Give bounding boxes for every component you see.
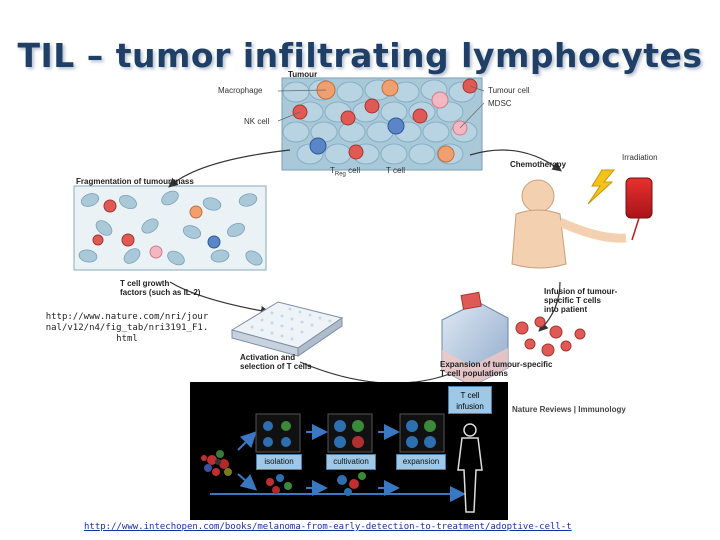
isolation-wells [255, 413, 301, 453]
label-treg-cell: TReg cell [330, 166, 361, 178]
label-irradiation: Irradiation [622, 153, 658, 162]
adoptive-transfer-graphic [201, 413, 483, 513]
patient-outline-icon [457, 423, 483, 513]
label-macrophage: Macrophage [218, 86, 263, 95]
lower-cell-clusters [266, 472, 366, 496]
label-fragmentation: Fragmentation of tumour mass [76, 177, 194, 186]
expanded-t-cells [515, 316, 586, 357]
source-note: http://www.nature.com/nri/jour nal/v12/n… [45, 312, 209, 344]
culture-flask [441, 291, 509, 387]
source-link[interactable]: http://www.intechopen.com/books/melanoma… [84, 522, 572, 532]
label-nk-cell: NK cell [244, 117, 270, 126]
label-mdsc: MDSC [488, 99, 512, 108]
label-tumour-cell: Tumour cell [488, 86, 530, 95]
iv-bag [625, 177, 653, 241]
expansion-wells [399, 413, 445, 453]
cell-culture-plate [230, 301, 344, 357]
cultivation-label: cultivation [326, 454, 376, 470]
journal-credit: Nature Reviews | Immunology [512, 405, 626, 414]
label-tumour: Tumour [288, 70, 318, 79]
tumour-cluster-icon [201, 450, 232, 476]
cultivation-wells [327, 413, 373, 453]
lightning-icon [587, 169, 616, 205]
tumour-tissue-block [281, 77, 483, 171]
patient-figure [511, 179, 627, 269]
tumour-fragments-block [73, 185, 267, 271]
slide-title: TIL – tumor infiltrating lymphocytes [17, 36, 703, 75]
label-chemotherapy: Chemotherapy [510, 160, 567, 169]
label-t-cell: T cell [386, 166, 405, 175]
expansion-label: expansion [396, 454, 446, 470]
isolation-label: isolation [256, 454, 302, 470]
